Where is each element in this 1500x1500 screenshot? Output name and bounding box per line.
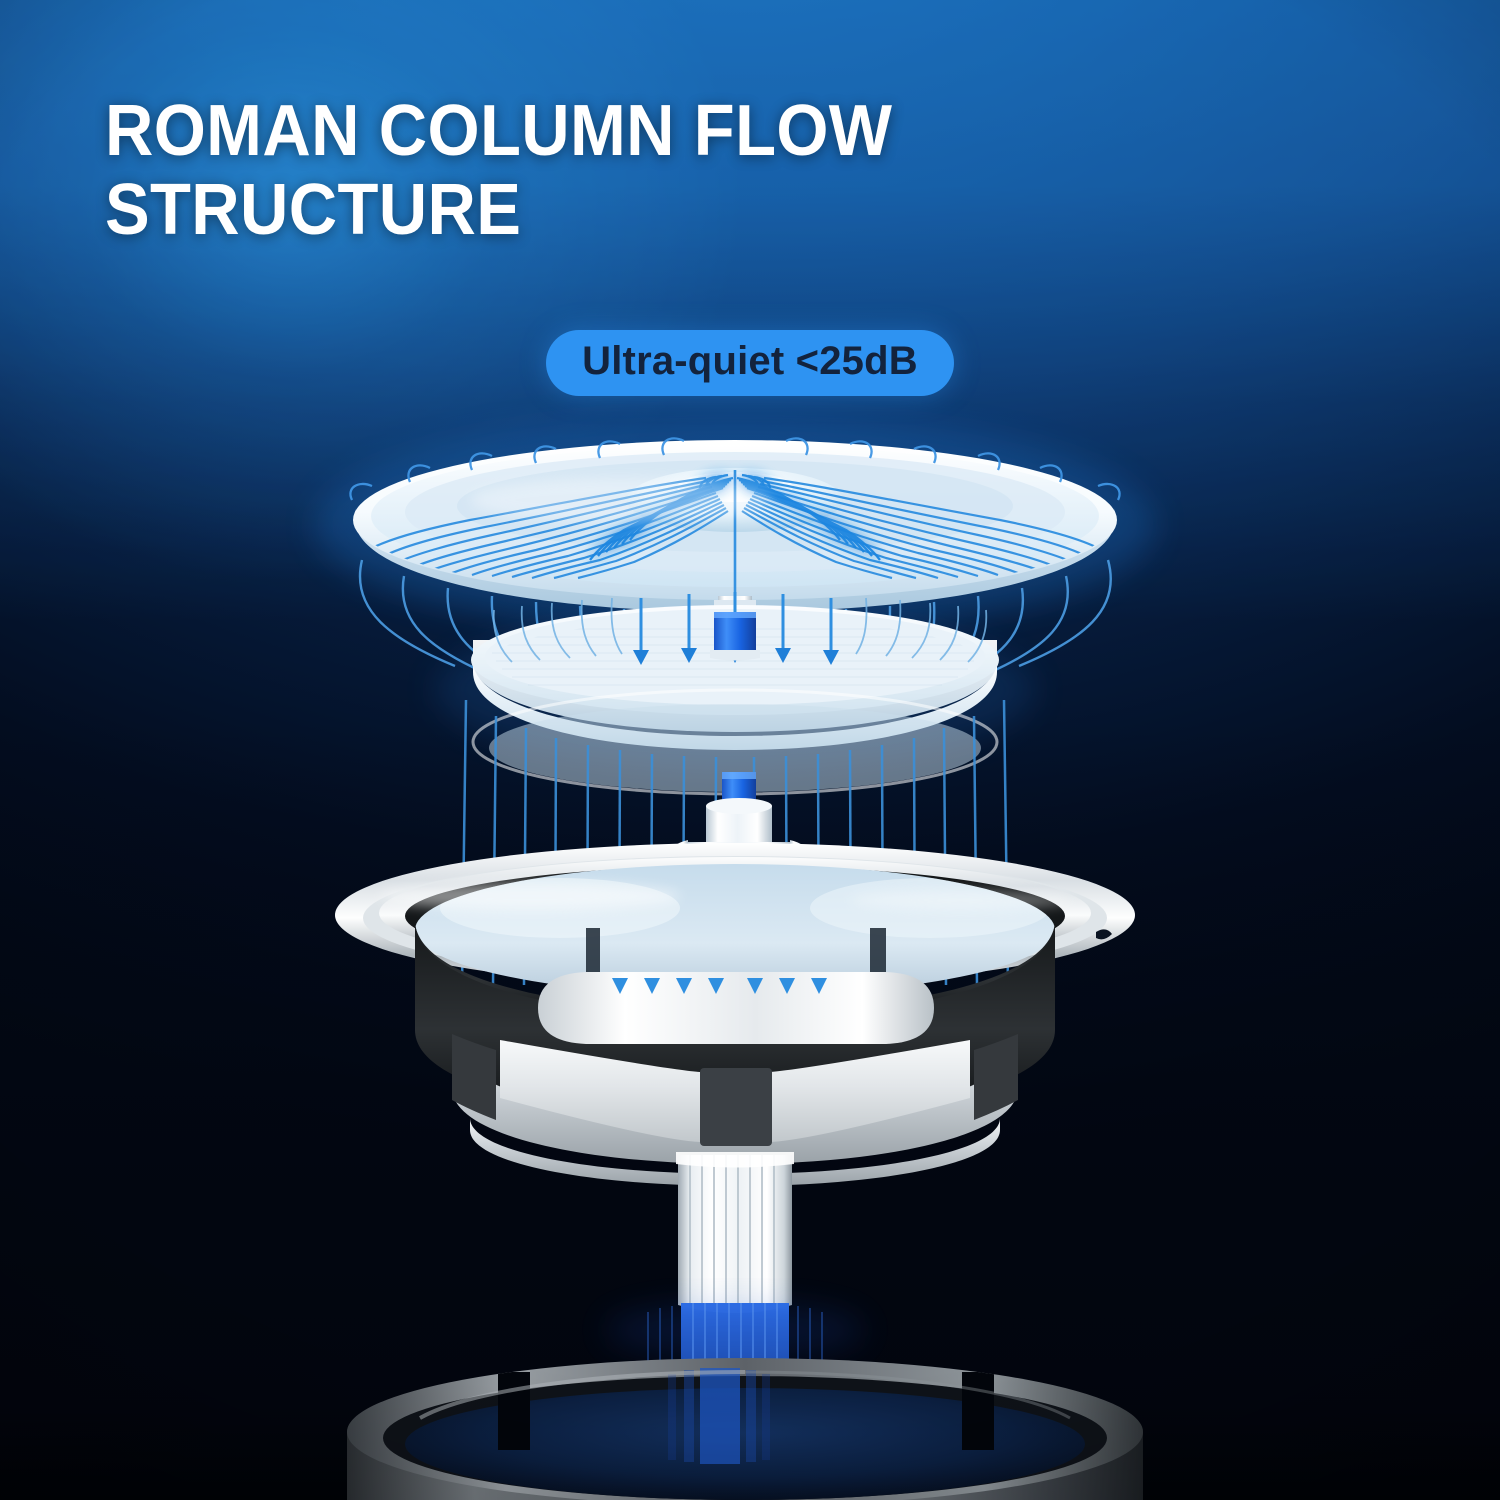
top-flow-saucer <box>349 437 1121 612</box>
column-capital <box>676 1152 794 1168</box>
bowl-panel-divider-center <box>700 1068 772 1146</box>
page-title: ROMAN COLUMN FLOW STRUCTURE <box>105 91 893 251</box>
filter-disc <box>471 592 999 796</box>
stainless-bowl <box>335 843 1135 1186</box>
saucer-highlight <box>470 478 770 522</box>
status-badge: Ultra-quiet <25dB <box>546 330 954 396</box>
bowl-chrome-lozenge <box>538 972 934 1044</box>
filter-connector <box>710 612 760 661</box>
badge-container: Ultra-quiet <25dB <box>0 330 1500 396</box>
